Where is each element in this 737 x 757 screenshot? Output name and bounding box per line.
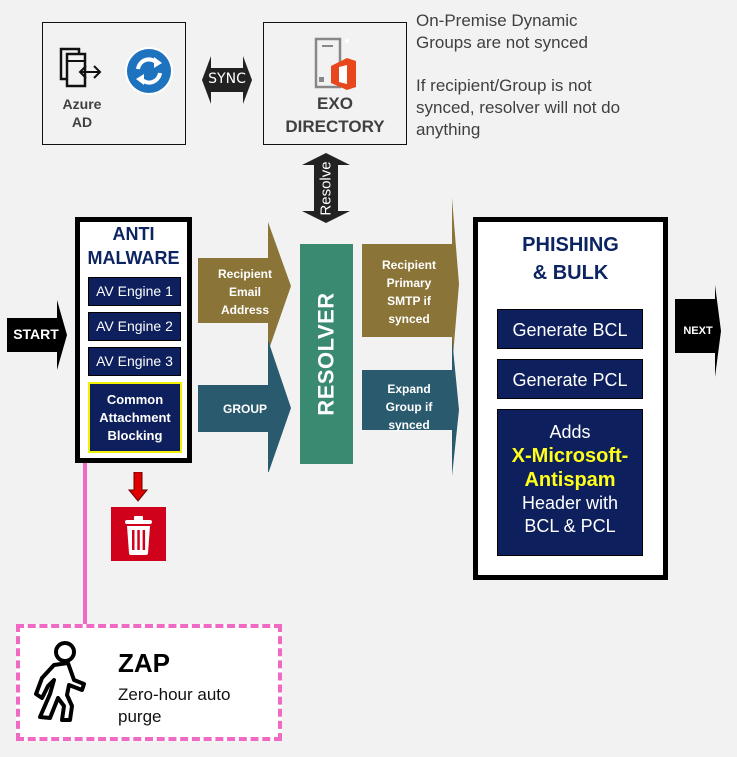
title-line: & BULK bbox=[532, 262, 609, 284]
exo-label-line: DIRECTORY bbox=[285, 117, 385, 136]
phishing-bulk-title: PHISHING & BULK bbox=[478, 231, 663, 287]
header-name-line: Antispam bbox=[524, 469, 616, 491]
exo-directory-label: EXO DIRECTORY bbox=[263, 92, 407, 138]
label-line: Address bbox=[220, 303, 270, 317]
azure-label-line: Azure bbox=[62, 96, 102, 112]
zap-line: Zero-hour auto bbox=[118, 685, 231, 704]
note-line: On-Premise Dynamic bbox=[416, 11, 578, 30]
azure-ad-directory-icon bbox=[59, 47, 102, 88]
azure-ad-label: Azure AD bbox=[52, 95, 112, 131]
exo-label-line: EXO bbox=[317, 94, 353, 113]
resolver-label: RESOLVER bbox=[313, 292, 339, 416]
cab-line: Attachment bbox=[99, 410, 171, 425]
note-line: If recipient/Group is not bbox=[416, 76, 592, 95]
av-engine-1: AV Engine 1 bbox=[88, 277, 181, 306]
label-line: Recipient bbox=[381, 258, 436, 272]
exo-server-icon bbox=[314, 37, 356, 90]
trash-icon bbox=[125, 516, 152, 555]
adds-line: Header with bbox=[521, 493, 619, 513]
expand-group-arrow bbox=[362, 338, 459, 476]
sync-label: SYNC bbox=[208, 71, 246, 87]
zap-line: purge bbox=[118, 707, 162, 726]
recipient-smtp-arrow bbox=[362, 198, 459, 368]
generate-bcl: Generate BCL bbox=[497, 309, 643, 349]
output-arrows bbox=[362, 198, 459, 476]
resolver-block bbox=[300, 244, 353, 464]
zap-description: Zero-hour auto purge bbox=[118, 684, 230, 728]
resolve-label: Resolve bbox=[317, 160, 335, 216]
sync-double-arrow bbox=[202, 56, 252, 104]
input-arrows bbox=[198, 222, 291, 472]
note-line: anything bbox=[416, 120, 481, 139]
note-line: Groups are not synced bbox=[416, 33, 588, 52]
label-line: Email bbox=[228, 285, 261, 299]
label-line: Group if bbox=[385, 400, 433, 414]
next-label: NEXT bbox=[683, 325, 713, 337]
group-label: GROUP bbox=[222, 402, 267, 416]
title-line: PHISHING bbox=[522, 234, 619, 256]
av-engine-3: AV Engine 3 bbox=[88, 347, 181, 376]
cab-line: Common bbox=[106, 392, 164, 407]
title-line: MALWARE bbox=[87, 248, 180, 268]
next-arrow bbox=[675, 285, 721, 377]
zap-title: ZAP bbox=[118, 648, 170, 678]
label-line: Expand bbox=[387, 382, 431, 396]
sync-refresh-icon bbox=[125, 47, 173, 95]
resolve-double-arrow bbox=[302, 153, 350, 223]
note-resolver-behavior: If recipient/Group is not synced, resolv… bbox=[416, 75, 620, 141]
label-line: synced bbox=[388, 418, 430, 432]
cab-line: Blocking bbox=[107, 428, 163, 443]
start-arrow bbox=[7, 300, 67, 370]
common-attachment-blocking: Common Attachment Blocking bbox=[88, 382, 182, 453]
recipient-email-label: Recipient Email Address bbox=[202, 265, 288, 319]
recipient-email-arrow bbox=[198, 222, 291, 352]
anti-malware-title: ANTI MALWARE bbox=[80, 222, 187, 270]
resolver-label-wrap: RESOLVER bbox=[300, 244, 353, 464]
start-label: START bbox=[13, 326, 59, 342]
av-engine-2: AV Engine 2 bbox=[88, 312, 181, 341]
red-down-arrow bbox=[128, 472, 148, 502]
walking-person-icon bbox=[34, 641, 86, 722]
label-line: Recipient bbox=[217, 267, 272, 281]
note-line: synced, resolver will not do bbox=[416, 98, 621, 117]
expand-group-label: Expand Group if synced bbox=[365, 380, 453, 434]
adds-antispam-header: Adds X-Microsoft- Antispam Header with B… bbox=[497, 409, 643, 556]
group-arrow bbox=[198, 340, 291, 472]
note-dynamic-groups: On-Premise Dynamic Groups are not synced bbox=[416, 10, 588, 54]
header-name-line: X-Microsoft- bbox=[511, 445, 629, 467]
azure-label-line: AD bbox=[71, 114, 93, 130]
title-line: ANTI bbox=[112, 224, 155, 244]
label-line: Primary bbox=[386, 276, 432, 290]
adds-line: BCL & PCL bbox=[524, 516, 616, 536]
generate-pcl: Generate PCL bbox=[497, 359, 643, 399]
zap-connector-line bbox=[83, 463, 87, 626]
adds-line: Adds bbox=[549, 422, 591, 442]
label-line: SMTP if bbox=[387, 294, 431, 308]
resolve-label-wrap: Resolve bbox=[302, 153, 350, 223]
label-line: synced bbox=[388, 312, 430, 326]
recipient-smtp-label: Recipient Primary SMTP if synced bbox=[365, 256, 453, 328]
